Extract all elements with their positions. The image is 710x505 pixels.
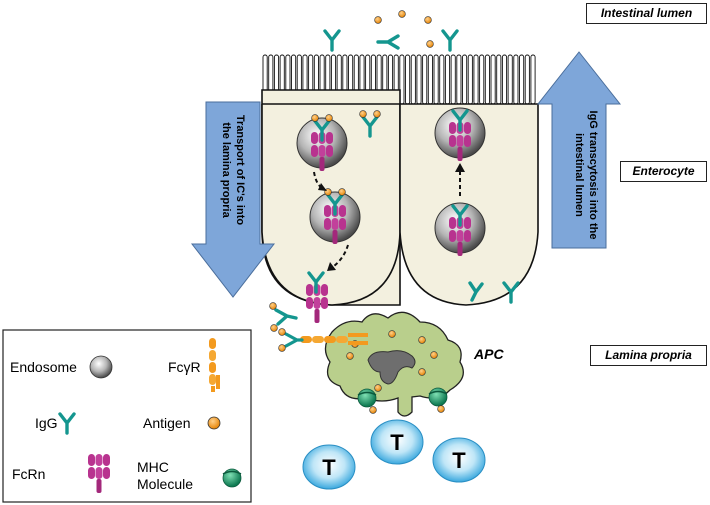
legend-fcgr-label: FcγR	[168, 359, 201, 375]
microvillus	[416, 54, 422, 105]
t-cell-label: T	[322, 455, 336, 480]
microvillus	[422, 54, 428, 105]
antigen-dot	[311, 114, 319, 122]
dashed-arrow-left-2	[333, 244, 349, 267]
arrow-up-transcytosis: IgG transcytosis into the intestinal lum…	[536, 51, 622, 249]
legend-endosome-label: Endosome	[10, 359, 77, 375]
antigen-dot	[426, 40, 434, 48]
microvillus	[524, 54, 530, 105]
microvillus	[444, 54, 451, 105]
microvillus	[513, 54, 519, 105]
t-cell-label: T	[390, 430, 404, 455]
microvillus	[484, 54, 490, 105]
antigen-dot	[359, 110, 367, 118]
igg-antibody-rotated	[376, 34, 400, 50]
microvillus	[530, 54, 536, 105]
t-cell-left: T	[302, 444, 356, 490]
region-label-lamina-propria: Lamina propria	[590, 345, 707, 366]
fcgr-receptor-apc	[300, 333, 368, 345]
legend-mhc-icon	[222, 468, 242, 488]
legend-antigen-icon	[207, 416, 221, 430]
legend-mhc-label-1: MHC	[137, 459, 169, 475]
dashed-arrowhead	[327, 262, 336, 271]
antigen-dot	[373, 110, 381, 118]
mhc-molecule	[357, 388, 377, 408]
legend-endosome-icon	[89, 355, 113, 379]
antigen-dot	[374, 16, 382, 24]
antigen-dot	[418, 336, 426, 344]
legend-igg-label: IgG	[35, 415, 58, 431]
antigen-dot	[374, 384, 382, 392]
igg-on-fcgr	[284, 332, 304, 348]
microvillus	[462, 54, 468, 105]
arrow-down-transport: Transport of IC's into the lamina propri…	[190, 101, 276, 298]
microvillus	[479, 54, 485, 105]
microvillus	[473, 54, 479, 105]
arrow-down-line2: the lamina propria	[220, 122, 232, 218]
legend-mhc-label-2: Molecule	[137, 476, 193, 492]
antigen-dot	[325, 114, 333, 122]
microvillus	[456, 54, 462, 105]
antigen-dot	[398, 10, 406, 18]
legend-fcgr-icon	[209, 338, 220, 392]
legend: Endosome FcγR IgG Antigen FcRn MHC Molec…	[2, 329, 252, 503]
microvillus	[507, 54, 513, 105]
dashed-arrowhead	[455, 163, 465, 172]
microvillus	[405, 54, 411, 105]
antigen-dot	[270, 324, 278, 332]
igg-antibody-released	[274, 308, 298, 326]
microvillus	[501, 54, 508, 105]
igg-antibody	[441, 29, 459, 52]
microvillus	[467, 54, 473, 105]
antigen-dot	[424, 16, 432, 24]
antigen-dot	[388, 330, 396, 338]
microvillus	[519, 54, 525, 105]
igg-antibody-tilted	[468, 281, 484, 302]
t-cell-right: T	[432, 437, 486, 483]
microvillus	[439, 54, 445, 105]
arrow-up-line2: intestinal lumen	[573, 133, 585, 217]
t-cell-center: T	[370, 419, 424, 465]
microvillus	[433, 54, 439, 105]
antigen-dot	[418, 368, 426, 376]
region-label-lumen: Intestinal lumen	[586, 3, 707, 24]
dashed-arrowhead	[318, 183, 327, 191]
antigen-dot	[430, 351, 438, 359]
arrow-down-line1: Transport of IC's into	[234, 115, 246, 225]
microvillus	[496, 54, 502, 105]
antigen-dot	[278, 328, 286, 336]
antigen-dot	[437, 405, 445, 413]
antigen-dot	[346, 352, 354, 360]
microvillus	[490, 54, 496, 105]
antigen-dot	[369, 406, 377, 414]
microvillus	[410, 54, 416, 105]
microvillus	[427, 54, 433, 105]
apc-nucleus	[367, 350, 416, 385]
region-label-enterocyte: Enterocyte	[620, 161, 707, 182]
igg-antibody	[323, 29, 341, 52]
mhc-molecule	[428, 387, 448, 407]
arrow-up-line1: IgG transcytosis into the	[587, 111, 599, 240]
antigen-dot	[269, 302, 277, 310]
microvillus	[450, 54, 456, 105]
apc-label: APC	[473, 346, 504, 362]
legend-antigen-label: Antigen	[143, 415, 190, 431]
legend-fcrn-label: FcRn	[12, 466, 45, 482]
antigen-dot	[278, 344, 286, 352]
antigen-dot	[338, 188, 346, 196]
t-cell-label: T	[452, 448, 466, 473]
